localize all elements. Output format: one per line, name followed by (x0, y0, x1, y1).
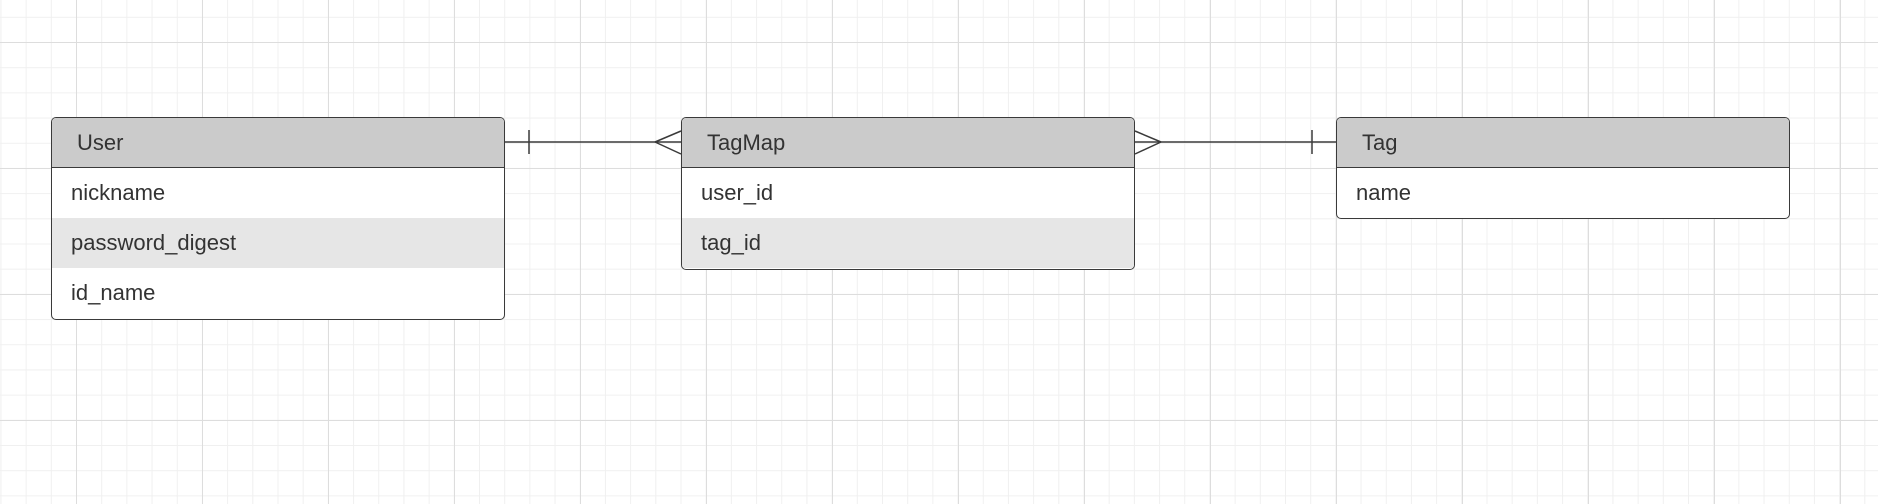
entity-title[interactable]: User (52, 118, 504, 168)
crowfoot-upper-tagmap (1134, 130, 1162, 143)
field-tag-id[interactable]: tag_id (682, 218, 1134, 268)
field-password-digest[interactable]: password_digest (52, 218, 504, 268)
entity-user[interactable]: User nickname password_digest id_name (51, 117, 505, 320)
entity-tag[interactable]: Tag name (1336, 117, 1790, 219)
crowfoot-lower-tagmap (1134, 141, 1162, 155)
entity-title[interactable]: TagMap (682, 118, 1134, 168)
field-nickname[interactable]: nickname (71, 180, 166, 205)
relationship-user-tagmap (505, 130, 682, 155)
field-id-name[interactable]: id_name (71, 280, 156, 305)
entity-title[interactable]: Tag (1337, 118, 1789, 168)
crowfoot-upper-tagmap (654, 130, 682, 143)
relationship-tagmap-tag (1134, 130, 1336, 155)
field-user-id[interactable]: user_id (701, 180, 774, 205)
entity-tagmap[interactable]: TagMap user_id tag_id (681, 117, 1135, 270)
crowfoot-lower-tagmap (654, 141, 682, 155)
field-name[interactable]: name (1356, 180, 1412, 205)
